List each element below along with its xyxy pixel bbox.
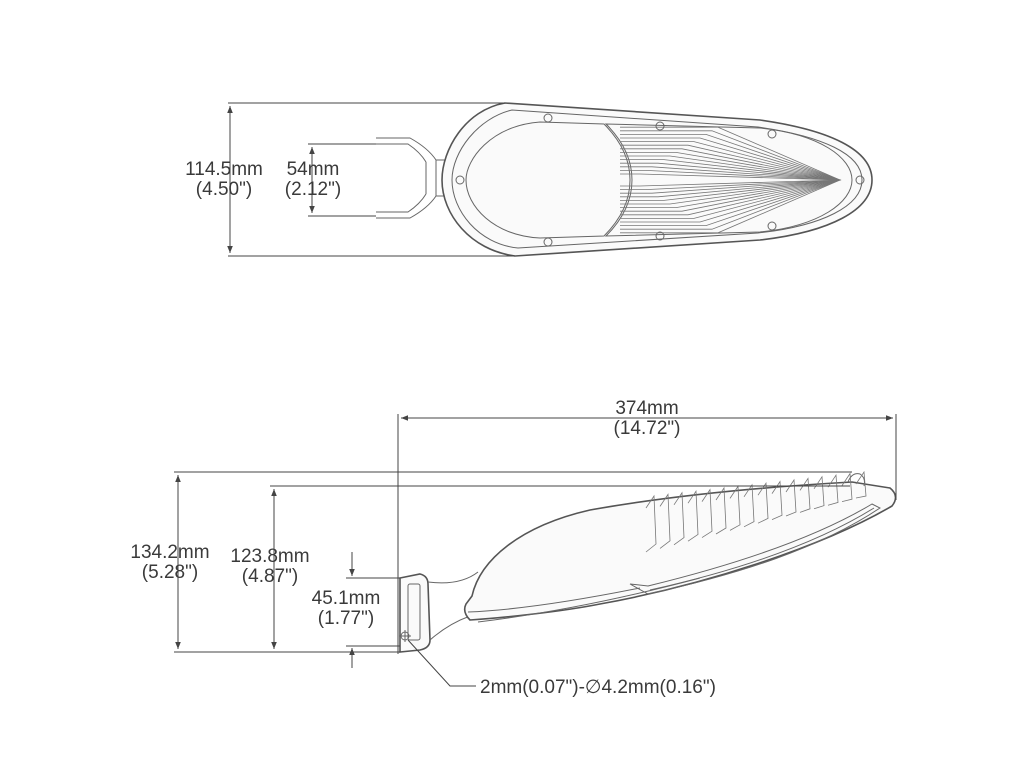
side-bottom-rim xyxy=(467,577,701,623)
hole-callout-leader xyxy=(407,639,476,687)
top-heatsink-area xyxy=(604,123,853,237)
dim-overall-length-mm: 374mm xyxy=(615,398,678,419)
top-housing-inner xyxy=(451,109,863,249)
top-mount-bracket xyxy=(376,137,448,219)
dim-mount-height-in: (1.77") xyxy=(318,608,374,629)
top-view: 114.5mm (4.50") 54mm (2.12") xyxy=(185,102,873,257)
dim-body-height-in: (4.87") xyxy=(242,566,298,587)
dim-overall-length-in: (14.72") xyxy=(614,418,681,439)
dim-overall-width-mm: 114.5mm xyxy=(185,159,263,180)
top-lens-area xyxy=(465,121,631,239)
dim-overall-height-mm: 134.2mm xyxy=(130,542,209,563)
side-housing-outline xyxy=(463,481,897,621)
side-arm xyxy=(427,571,479,641)
top-screw-holes xyxy=(455,113,865,247)
top-housing-outline xyxy=(441,102,873,257)
side-lens-strip xyxy=(629,503,881,595)
hole-callout-label: 2mm(0.07")-∅4.2mm(0.16") xyxy=(480,677,716,698)
top-heatsink-fins xyxy=(620,126,842,234)
dim-overall-width-in: (4.50") xyxy=(196,179,252,200)
dim-mount-height-mm: 45.1mm xyxy=(312,588,381,609)
dim-bracket-width-mm: 54mm xyxy=(287,159,340,180)
dim-overall-height-in: (5.28") xyxy=(142,562,198,583)
dim-bracket-width-in: (2.12") xyxy=(285,179,341,200)
dim-body-height-mm: 123.8mm xyxy=(230,546,309,567)
side-view: 374mm (14.72") 134.2mm (5.28") 123.8mm (… xyxy=(130,398,897,698)
